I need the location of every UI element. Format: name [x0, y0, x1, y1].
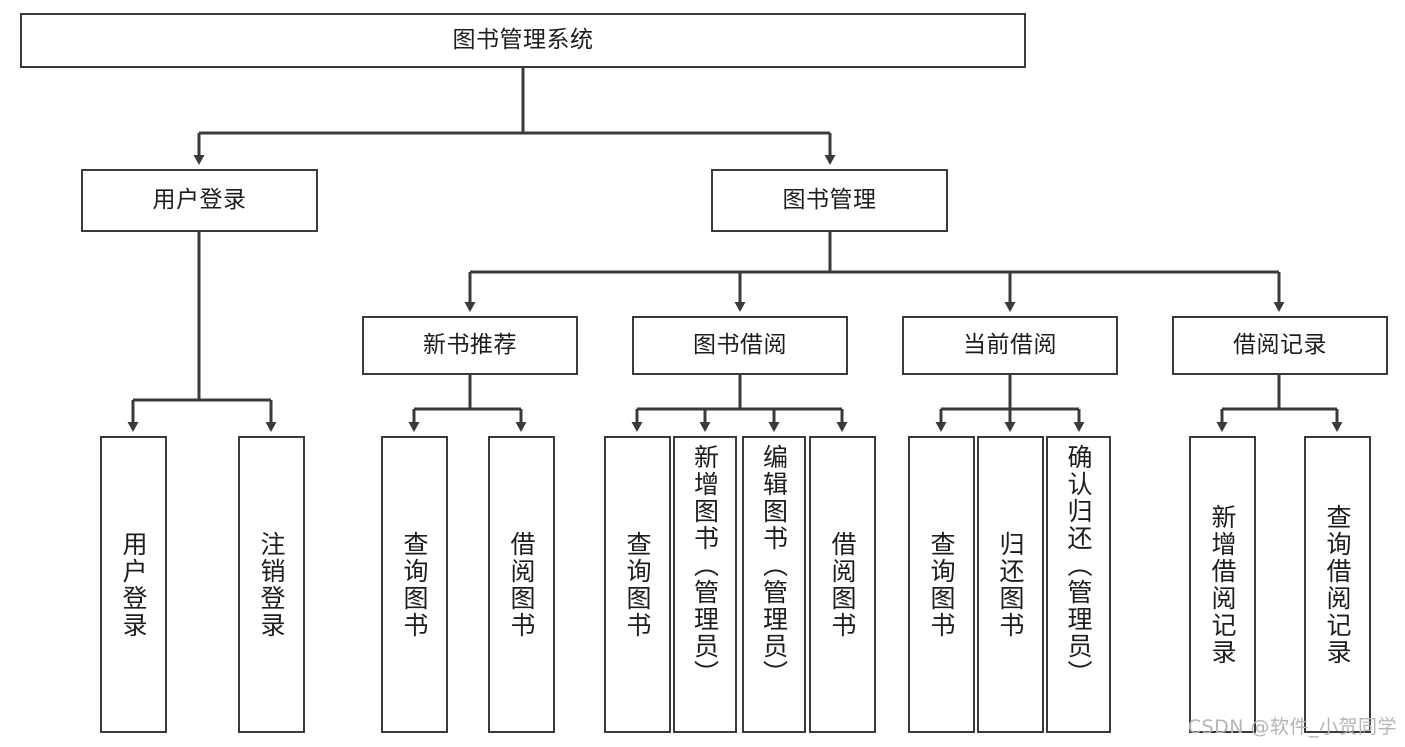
node-label: 借阅图书 — [507, 530, 536, 639]
leaf-query-borrow-record[interactable]: 查询借阅记录 — [1304, 436, 1371, 733]
node-label: 新增图书（管理员） — [690, 444, 720, 687]
leaf-user-login[interactable]: 用户登录 — [100, 436, 167, 733]
leaf-user-logout[interactable]: 注销登录 — [238, 436, 305, 733]
node-label: 查询借阅记录 — [1323, 503, 1352, 666]
node-label: 查询图书 — [623, 530, 652, 639]
node-label: 注销登录 — [257, 530, 286, 639]
node-label: 新增借阅记录 — [1208, 503, 1237, 666]
node-book-management-system[interactable]: 图书管理系统 — [20, 13, 1026, 68]
node-label: 查询图书 — [400, 530, 429, 639]
leaf-borrow-book[interactable]: 借阅图书 — [809, 436, 876, 733]
node-label: 用户登录 — [152, 186, 247, 213]
leaf-query-book-current[interactable]: 查询图书 — [908, 436, 975, 733]
node-label: 当前借阅 — [963, 331, 1057, 358]
node-label: 图书管理 — [782, 186, 877, 213]
csdn-watermark: CSDN @软件_小贺同学 — [1187, 716, 1397, 738]
leaf-add-borrow-record[interactable]: 新增借阅记录 — [1189, 436, 1256, 733]
node-label: 图书管理系统 — [452, 26, 594, 53]
leaf-query-book-recommend[interactable]: 查询图书 — [381, 436, 448, 733]
leaf-add-book-admin[interactable]: 新增图书（管理员） — [673, 436, 737, 733]
node-label: 查询图书 — [927, 530, 956, 639]
leaf-return-book[interactable]: 归还图书 — [977, 436, 1044, 733]
node-book-management[interactable]: 图书管理 — [711, 169, 948, 232]
node-borrow-record[interactable]: 借阅记录 — [1172, 316, 1388, 375]
leaf-confirm-return-admin[interactable]: 确认归还（管理员） — [1046, 436, 1111, 733]
node-label: 编辑图书（管理员） — [759, 444, 789, 687]
node-label: 用户登录 — [119, 530, 148, 639]
node-label: 归还图书 — [996, 530, 1025, 639]
node-book-borrow[interactable]: 图书借阅 — [632, 316, 848, 375]
node-label: 新书推荐 — [423, 331, 517, 358]
node-label: 确认归还（管理员） — [1064, 444, 1093, 687]
leaf-edit-book-admin[interactable]: 编辑图书（管理员） — [742, 436, 806, 733]
node-new-book-recommend[interactable]: 新书推荐 — [362, 316, 578, 375]
node-label: 借阅记录 — [1233, 331, 1327, 358]
node-label: 图书借阅 — [693, 331, 787, 358]
leaf-query-book-borrow[interactable]: 查询图书 — [604, 436, 671, 733]
leaf-borrow-book-recommend[interactable]: 借阅图书 — [488, 436, 555, 733]
node-user-login[interactable]: 用户登录 — [81, 169, 318, 232]
node-current-borrow[interactable]: 当前借阅 — [902, 316, 1118, 375]
node-label: 借阅图书 — [828, 530, 857, 639]
